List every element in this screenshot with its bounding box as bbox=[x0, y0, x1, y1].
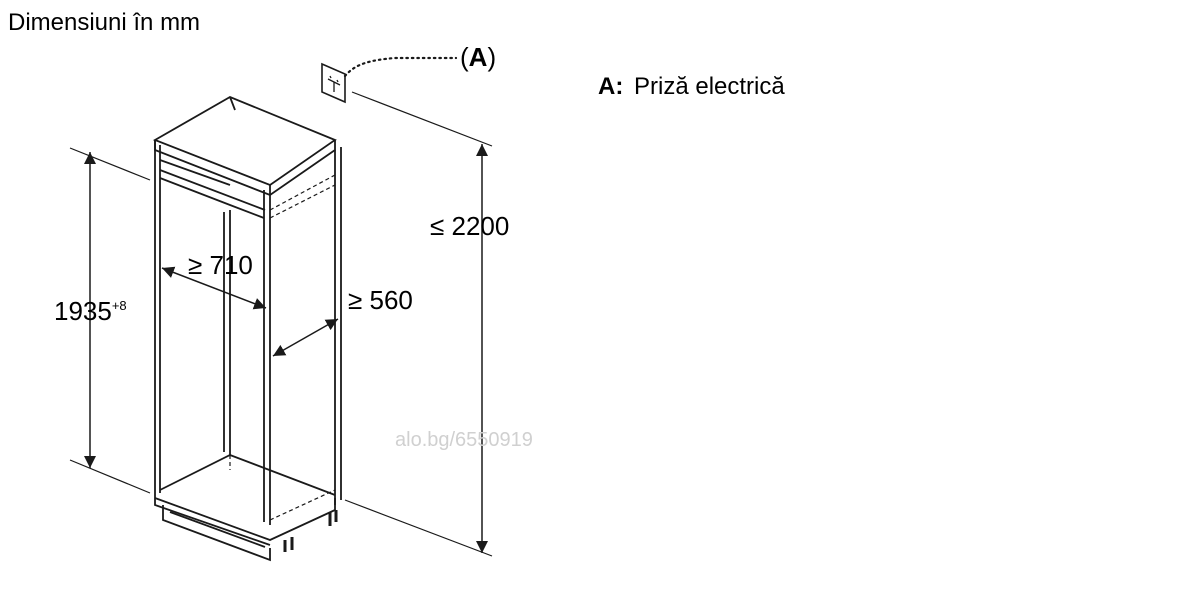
cabinet-hidden-lines bbox=[229, 174, 336, 521]
depth-dimension: ≥ 560 bbox=[272, 285, 413, 357]
cabinet-outline bbox=[152, 96, 342, 562]
width-dimension: ≥ 710 bbox=[161, 250, 267, 310]
page-title: Dimensiuni în mm bbox=[8, 9, 200, 36]
callout-label: (A) bbox=[460, 42, 496, 72]
width-value: ≥ 710 bbox=[188, 250, 253, 280]
extension-lines bbox=[69, 91, 493, 557]
height-tolerance: +8 bbox=[112, 298, 127, 313]
watermark: alo.bg/6550919 bbox=[395, 429, 533, 451]
total-height-value: ≤ 2200 bbox=[430, 211, 509, 241]
height-value: 1935 bbox=[54, 296, 112, 326]
legend-text: Priză electrică bbox=[634, 73, 785, 100]
legend-key: A: bbox=[598, 73, 623, 100]
total-height-dimension: ≤ 2200 bbox=[430, 144, 509, 553]
svg-text:1935+8: 1935+8 bbox=[54, 296, 127, 326]
legend: A: Priză electrică bbox=[598, 73, 785, 100]
depth-value: ≥ 560 bbox=[348, 285, 413, 315]
height-dimension: 1935+8 bbox=[54, 152, 127, 468]
callout-leader bbox=[343, 56, 458, 78]
electrical-socket-icon bbox=[321, 62, 346, 104]
